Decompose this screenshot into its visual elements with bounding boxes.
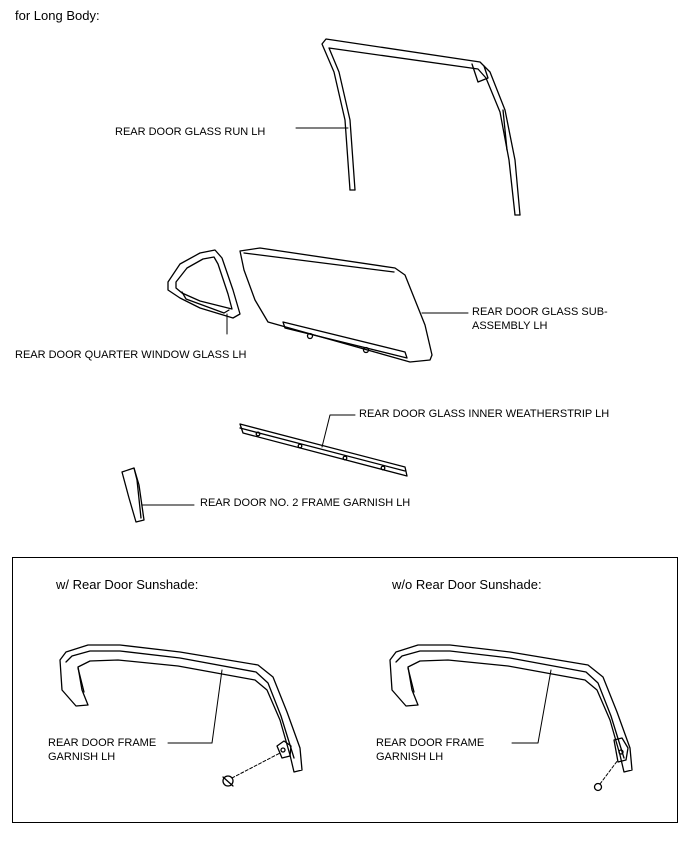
label-quarter-window: REAR DOOR QUARTER WINDOW GLASS LH	[15, 349, 247, 361]
variant-title-with-sunshade: w/ Rear Door Sunshade:	[56, 577, 199, 592]
label-frame-garnish-no2: REAR DOOR NO. 2 FRAME GARNISH LH	[200, 497, 411, 509]
variant-frame	[12, 557, 678, 823]
leader-lines	[141, 127, 552, 744]
variant-title-without-sunshade: w/o Rear Door Sunshade:	[392, 577, 542, 592]
frame-garnish-with-sunshade-part	[59, 644, 303, 787]
label-glass-sub-line1: REAR DOOR GLASS SUB-	[472, 306, 608, 318]
label-frame-garnish-with-line1: REAR DOOR FRAME	[48, 737, 157, 749]
label-glass-sub-line2: ASSEMBLY LH	[472, 320, 548, 332]
label-frame-garnish-without-line1: REAR DOOR FRAME	[376, 737, 485, 749]
frame-garnish-no2-part	[121, 467, 145, 523]
quarter-window-part	[167, 249, 241, 319]
glass-run-part	[321, 38, 521, 216]
label-frame-garnish-with-line2: GARNISH LH	[48, 751, 116, 763]
page-title: for Long Body:	[15, 8, 100, 23]
frame-garnish-without-sunshade-part	[389, 644, 633, 792]
label-glass-run: REAR DOOR GLASS RUN LH	[115, 126, 266, 138]
inner-weatherstrip-part	[239, 423, 408, 477]
label-frame-garnish-without-line2: GARNISH LH	[376, 751, 444, 763]
glass-sub-assembly-part	[239, 247, 433, 363]
label-inner-weatherstrip: REAR DOOR GLASS INNER WEATHERSTRIP LH	[359, 408, 610, 420]
